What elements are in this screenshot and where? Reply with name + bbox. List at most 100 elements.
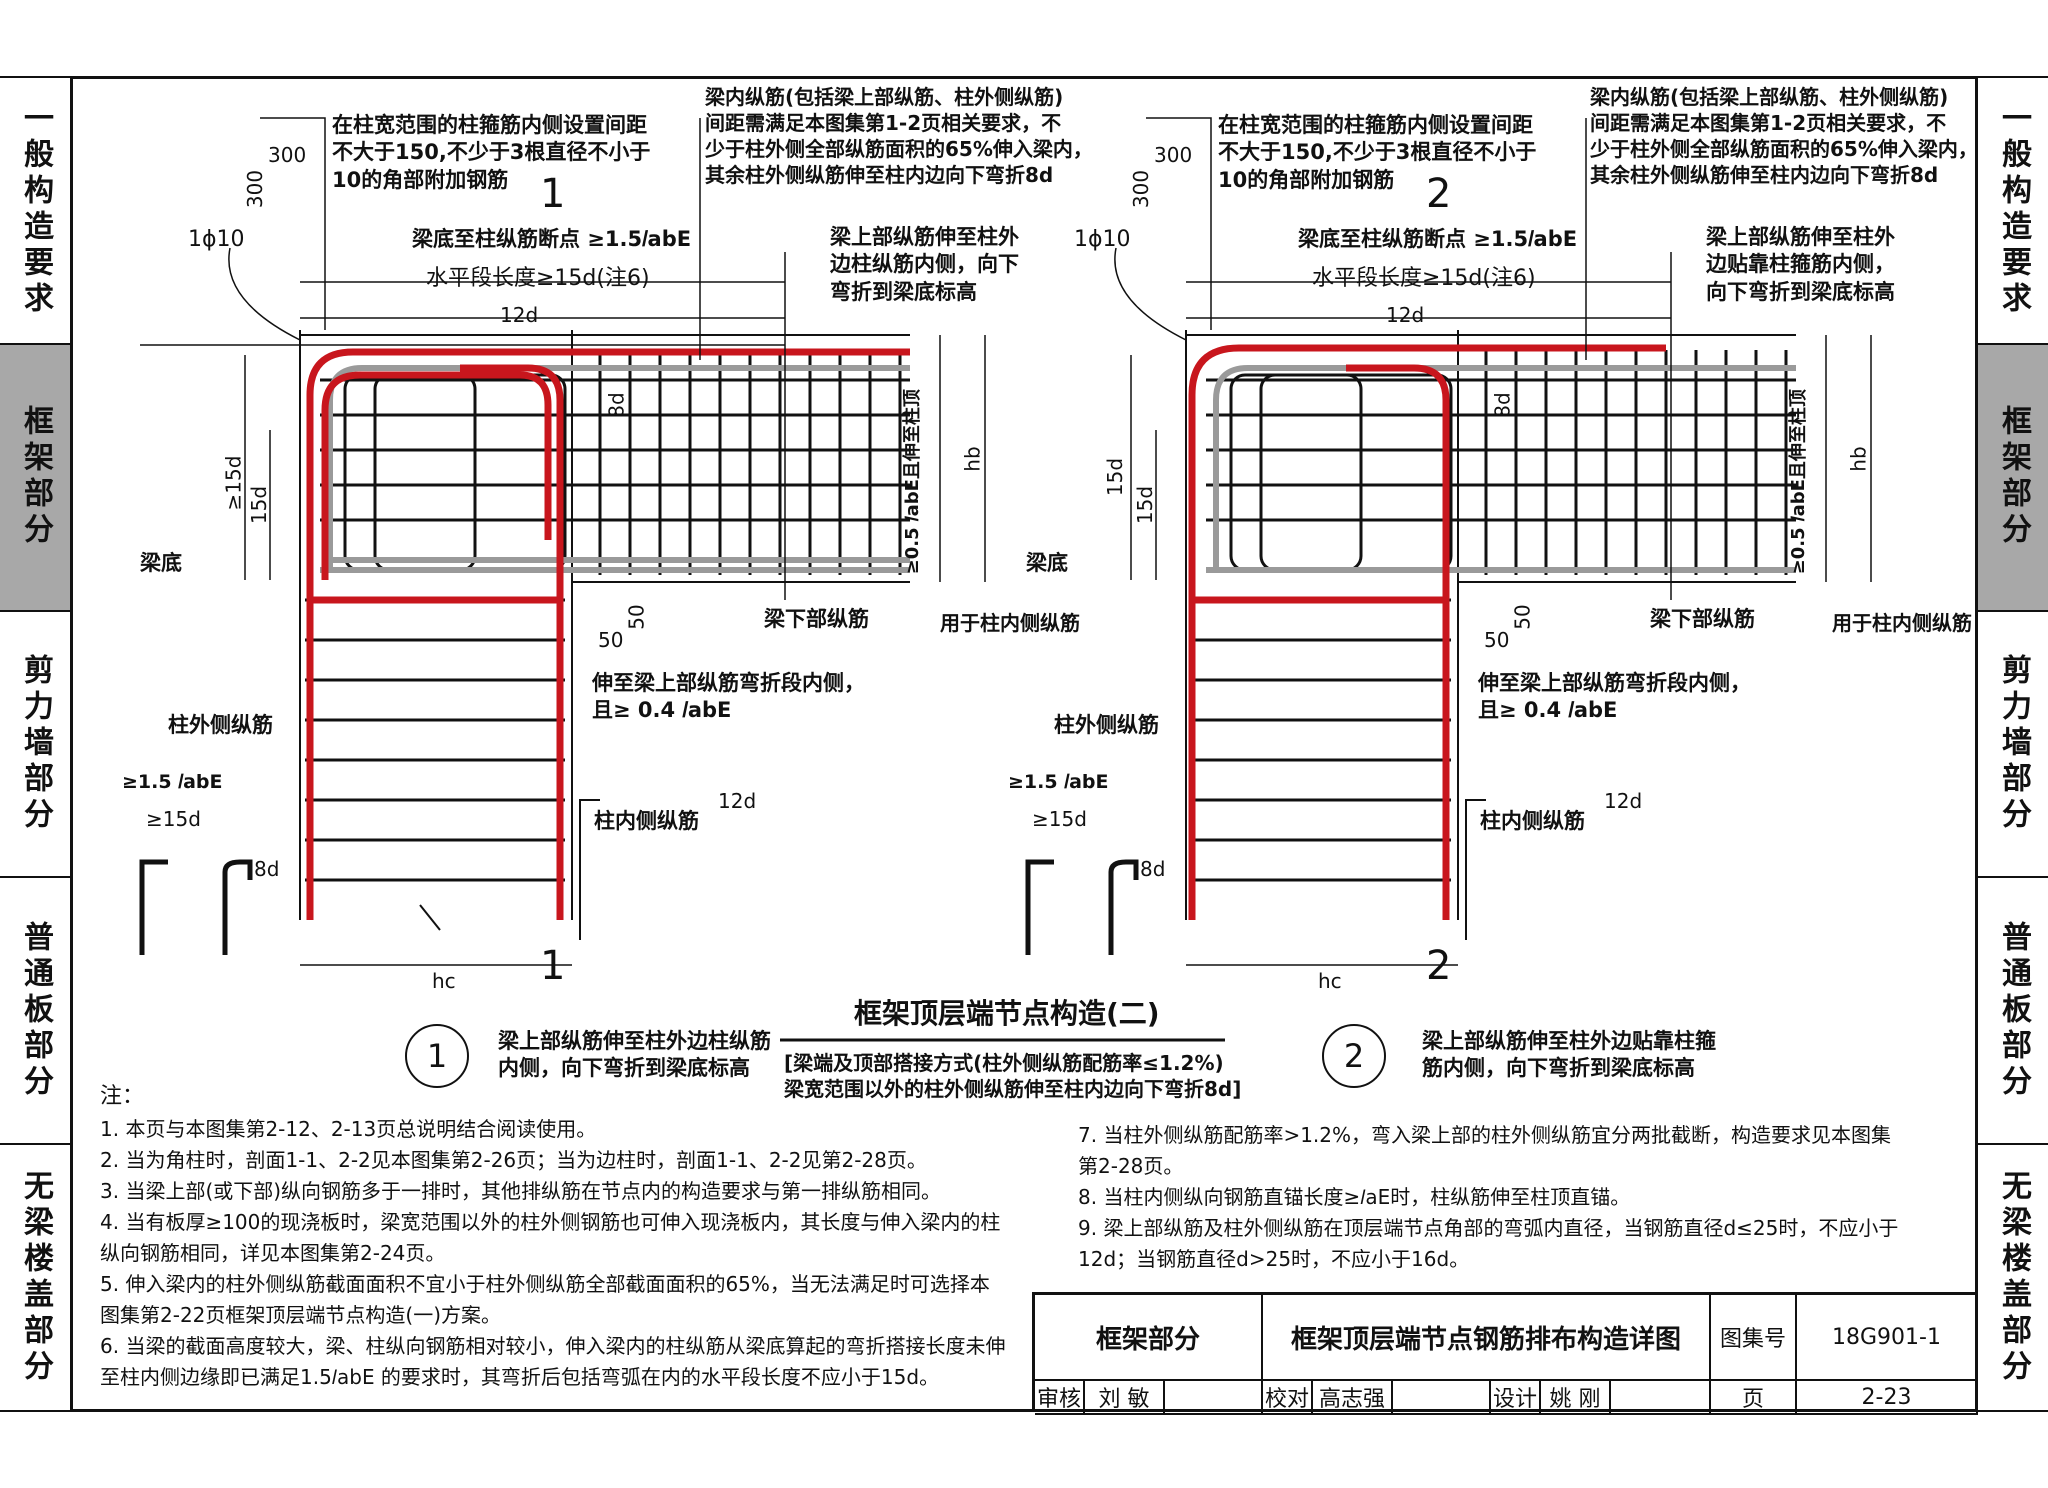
tb-design-label: 设计 bbox=[1491, 1381, 1541, 1415]
note-8: 8. 当柱内侧纵向钢筋直锚长度≥𝑙aE时，柱纵筋伸至柱顶直锚。 bbox=[1078, 1185, 1631, 1209]
label-outer-col-2: 柱外侧纵筋 bbox=[1054, 713, 1159, 737]
tb-category: 框架部分 bbox=[1035, 1295, 1263, 1381]
detail-1-drawing bbox=[139, 117, 986, 966]
dim-300: 300 bbox=[268, 143, 307, 167]
left-side-tabs: 一般构造要求 框架部分 剪力墙部分 普通板部分 无梁楼盖部分 bbox=[0, 76, 70, 1412]
dim-8d: 8d bbox=[604, 392, 629, 418]
note-5: 5. 伸入梁内的柱外侧纵筋截面面积不宜小于柱外侧纵筋全部截面面积的65%，当无法… bbox=[100, 1272, 990, 1328]
tb-atlas-no: 18G901-1 bbox=[1797, 1295, 1978, 1381]
beam-inner-note: 梁内纵筋(包括梁上部纵筋、柱外侧纵筋) 间距需满足本图集第1-2页相关要求，不 … bbox=[705, 85, 1093, 187]
dim-12d-2: 12d bbox=[1386, 303, 1425, 327]
tb-review-sign bbox=[1165, 1381, 1263, 1415]
tb-design-sign bbox=[1611, 1381, 1711, 1415]
dim-horizontal: 水平段长度≥15d(注6) bbox=[426, 266, 650, 291]
legend-12d-2: 12d bbox=[1604, 789, 1643, 813]
label-lower-bar-2: 梁下部纵筋 bbox=[1650, 607, 1755, 631]
legend-8d-2: 8d bbox=[1140, 857, 1166, 881]
dim-300-v: 300 bbox=[243, 169, 268, 209]
legend-15lab-2: ≥1.5 𝑙abE bbox=[1008, 771, 1109, 793]
legend-15d-2: ≥15d bbox=[1032, 807, 1087, 831]
note-2: 2. 当为角柱时，剖面1-1、2-2见本图集第2-26页；当为边柱时，剖面1-1… bbox=[100, 1148, 927, 1173]
notes-right: 7. 当柱外侧纵筋配筋率>1.2%，弯入梁上部的柱外侧纵筋宜分两批截断，构造要求… bbox=[1078, 1120, 1898, 1275]
drawing-frame bbox=[70, 76, 1978, 1412]
side-tab-slab-r: 普通板部分 bbox=[1978, 878, 2048, 1146]
section-mark-bottom: 1 bbox=[540, 943, 566, 989]
legend-12d: 12d bbox=[718, 789, 757, 813]
side-tab-shearwall: 剪力墙部分 bbox=[0, 612, 70, 879]
label-lower-bar: 梁下部纵筋 bbox=[764, 607, 869, 631]
beam-inner-note-2: 梁内纵筋(包括梁上部纵筋、柱外侧纵筋) 间距需满足本图集第1-2页相关要求，不 … bbox=[1590, 85, 1978, 187]
dim-15d-b-2: 15d bbox=[1133, 485, 1158, 525]
side-tab-general: 一般构造要求 bbox=[0, 76, 70, 345]
section-mark-2: 2 bbox=[1426, 171, 1452, 217]
dim-12d: 12d bbox=[500, 303, 539, 327]
detail-2-circle: 2 bbox=[1322, 1024, 1386, 1088]
dim-300-v-2: 300 bbox=[1129, 169, 1154, 209]
dim-8d-2: 8d bbox=[1490, 392, 1515, 418]
label-50-b-2: 50 bbox=[1484, 628, 1510, 652]
legend-15lab: ≥1.5 𝑙abE bbox=[122, 771, 223, 793]
tb-page-label: 页 bbox=[1711, 1381, 1797, 1415]
note-3: 3. 当梁上部(或下部)纵向钢筋多于一排时，其他排纵筋在节点内的构造要求与第一排… bbox=[100, 1179, 942, 1204]
label-extend-2: 伸至梁上部纵筋弯折段内侧， 且≥ 0.4 𝑙abE bbox=[1478, 671, 1751, 723]
tb-atlas-label: 图集号 bbox=[1711, 1295, 1797, 1381]
side-tab-slab: 普通板部分 bbox=[0, 878, 70, 1146]
detail-1-circle: 1 bbox=[405, 1024, 469, 1088]
tb-checker: 高志强 bbox=[1313, 1381, 1393, 1415]
bar-1phi10: 1ϕ10 bbox=[188, 227, 245, 252]
note-9: 9. 梁上部纵筋及柱外侧纵筋在顶层端节点角部的弯弧内直径，当钢筋直径d≤25时，… bbox=[1078, 1216, 1899, 1271]
label-extend: 伸至梁上部纵筋弯折段内侧， 且≥ 0.4 𝑙abE bbox=[592, 671, 865, 723]
tb-check-sign bbox=[1393, 1381, 1491, 1415]
tb-designer: 姚 刚 bbox=[1541, 1381, 1611, 1415]
note-6: 6. 当梁的截面高度较大，梁、柱纵向钢筋相对较小，伸入梁内的柱纵筋从梁底算起的弯… bbox=[100, 1334, 1006, 1390]
dim-hb-2: hb bbox=[1846, 446, 1871, 472]
top-bar-note-2: 梁上部纵筋伸至柱外 边贴靠柱箍筋内侧， 向下弯折到梁底标高 bbox=[1706, 225, 1895, 304]
detail-2-caption: 梁上部纵筋伸至柱外边贴靠柱箍 筋内侧，向下弯折到梁底标高 bbox=[1422, 1029, 1716, 1081]
tb-review-label: 审核 bbox=[1035, 1381, 1085, 1415]
note-1: 1. 本页与本图集第2-12、2-13页总说明结合阅读使用。 bbox=[100, 1117, 597, 1142]
detail-2-drawing bbox=[1025, 117, 1872, 966]
dim-300-2: 300 bbox=[1154, 143, 1193, 167]
dim-hc: hc bbox=[432, 969, 456, 993]
title-block: 框架部分 框架顶层端节点钢筋排布构造详图 图集号 18G901-1 审核 刘 敏… bbox=[1032, 1292, 1978, 1415]
side-tab-frame: 框架部分 bbox=[0, 344, 70, 612]
tb-drawing-title: 框架顶层端节点钢筋排布构造详图 bbox=[1263, 1295, 1711, 1381]
right-side-tabs: 一般构造要求 框架部分 剪力墙部分 普通板部分 无梁楼盖部分 bbox=[1978, 76, 2048, 1412]
label-beam-bottom-2: 梁底 bbox=[1026, 551, 1068, 575]
dim-cutoff-2: 梁底至柱纵筋断点 ≥1.5𝑙abE bbox=[1298, 227, 1578, 251]
label-50-a-2: 50 bbox=[1510, 604, 1535, 630]
bar-1phi10-2: 1ϕ10 bbox=[1074, 227, 1131, 252]
center-title: 框架顶层端节点构造(二) bbox=[854, 997, 1160, 1030]
label-inner-col: 柱内侧纵筋 bbox=[594, 809, 699, 833]
side-tab-general-r: 一般构造要求 bbox=[1978, 76, 2048, 345]
dim-cutoff: 梁底至柱纵筋断点 ≥1.5𝑙abE bbox=[412, 227, 692, 251]
side-tab-flatslab-r: 无梁楼盖部分 bbox=[1978, 1145, 2048, 1412]
side-tab-frame-r: 框架部分 bbox=[1978, 344, 2048, 612]
dim-hb: hb bbox=[960, 446, 985, 472]
dim-half-2: ≥0.5 𝑙abE且伸至柱顶 bbox=[1787, 389, 1809, 575]
dim-hc-2: hc bbox=[1318, 969, 1342, 993]
center-subtitle: [梁端及顶部搭接方式(柱外侧纵筋配筋率≤1.2%) 梁宽范围以外的柱外侧纵筋伸至… bbox=[784, 1051, 1242, 1101]
tb-reviewer: 刘 敏 bbox=[1085, 1381, 1165, 1415]
dim-half: ≥0.5 𝑙abE且伸至柱顶 bbox=[901, 389, 923, 575]
legend-8d: 8d bbox=[254, 857, 280, 881]
legend-15d: ≥15d bbox=[146, 807, 201, 831]
top-bar-note: 梁上部纵筋伸至柱外 边柱纵筋内侧，向下 弯折到梁底标高 bbox=[830, 225, 1019, 304]
note-7: 7. 当柱外侧纵筋配筋率>1.2%，弯入梁上部的柱外侧纵筋宜分两批截断，构造要求… bbox=[1078, 1123, 1892, 1178]
side-tab-flatslab: 无梁楼盖部分 bbox=[0, 1145, 70, 1412]
label-outer-col: 柱外侧纵筋 bbox=[168, 713, 273, 737]
note-4: 4. 当有板厚≥100的现浇板时，梁宽范围以外的柱外侧钢筋也可伸入现浇板内，其长… bbox=[100, 1210, 1001, 1266]
dim-ge15d: ≥15d bbox=[221, 455, 246, 511]
label-50-a: 50 bbox=[624, 604, 649, 630]
dim-15d: 15d bbox=[247, 485, 272, 525]
label-50-b: 50 bbox=[598, 628, 624, 652]
tb-page-no: 2-23 bbox=[1797, 1381, 1978, 1415]
detail-1-caption: 梁上部纵筋伸至柱外边柱纵筋 内侧，向下弯折到梁底标高 bbox=[498, 1029, 771, 1081]
label-inner-use: 用于柱内侧纵筋 bbox=[940, 611, 1080, 635]
label-beam-bottom: 梁底 bbox=[140, 551, 182, 575]
tb-check-label: 校对 bbox=[1263, 1381, 1313, 1415]
dim-horizontal-2: 水平段长度≥15d(注6) bbox=[1312, 266, 1536, 291]
anchor-note: 在柱宽范围的柱箍筋内侧设置间距 不大于150,不少于3根直径不小于 10的角部附… bbox=[332, 113, 651, 192]
section-mark: 1 bbox=[540, 171, 566, 217]
